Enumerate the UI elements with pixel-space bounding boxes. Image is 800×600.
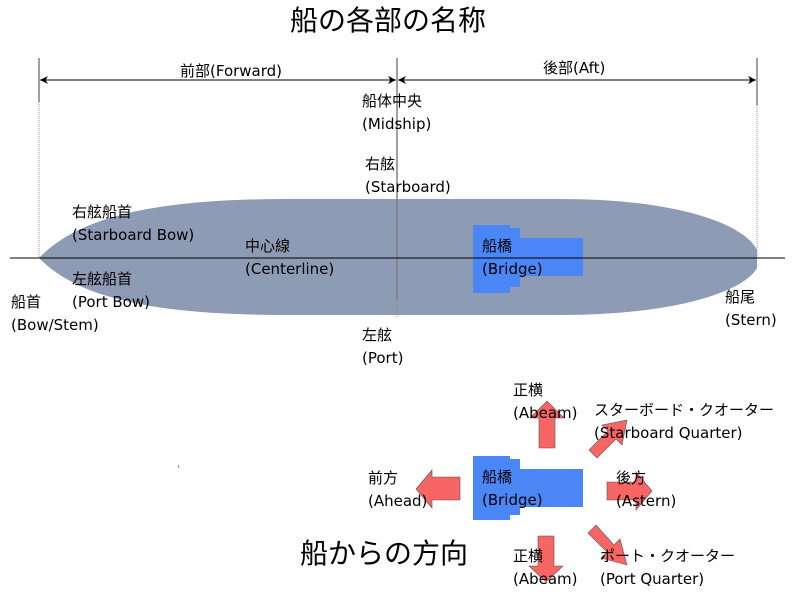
bridge-en: (Bridge) [482,260,543,278]
starboard-quarter-en: (Starboard Quarter) [594,424,743,442]
abeam-top-en: (Abeam) [513,404,578,422]
centerline-ja: 中心線 [245,237,291,255]
bow-en: (Bow/Stem) [11,316,99,334]
abeam-top-label: 正横 (Abeam) [513,380,578,424]
starboard-bow-ja: 右舷船首 [72,203,133,221]
port-label: 左舷 (Port) [362,325,403,369]
bridge-ja: 船橋 [482,237,513,255]
abeam-bottom-en: (Abeam) [513,570,578,588]
astern-en: (Astern) [616,492,677,510]
abeam-up-arrow [529,400,565,449]
aft-label: 後部(Aft) [543,59,606,77]
ahead-arrow [415,469,461,509]
centerline-en: (Centerline) [245,260,335,278]
centerline-label: 中心線 (Centerline) [245,236,334,280]
midship-en: (Midship) [362,115,432,133]
starboard-quarter-label: スターボード・クオーター (Starboard Quarter) [594,400,774,444]
stern-label: 船尾 (Stern) [725,287,777,331]
port-en: (Port) [362,349,404,367]
bow-label: 船首 (Bow/Stem) [11,292,99,336]
port-quarter-ja: ポート・クオーター [600,547,736,565]
direction-bridge-ja: 船橋 [482,468,513,486]
midship-label: 船体中央 (Midship) [362,91,431,135]
starboard-bow-en: (Starboard Bow) [72,226,195,244]
stray-dot [178,465,179,468]
port-ja: 左舷 [362,326,393,344]
ahead-label: 前方 (Ahead) [368,468,427,512]
abeam-bottom-ja: 正横 [513,547,544,565]
starboard-bow-label: 右舷船首 (Starboard Bow) [72,202,194,246]
direction-bridge-en: (Bridge) [482,491,543,509]
bow-ja: 船首 [11,293,42,311]
port-bow-label: 左舷船首 (Port Bow) [72,269,150,313]
starboard-quarter-arrow [588,419,628,459]
starboard-ja: 右舷 [365,155,396,173]
port-quarter-en: (Port Quarter) [600,570,705,588]
abeam-down-arrow [528,535,564,583]
ahead-en: (Ahead) [368,492,428,510]
ship-hull [39,199,757,315]
starboard-en: (Starboard) [365,178,451,196]
ahead-ja: 前方 [368,469,399,487]
astern-arrow [606,471,653,511]
direction-bridge-shape [473,456,583,520]
port-quarter-arrow [587,524,628,566]
starboard-label: 右舷 (Starboard) [365,154,451,198]
starboard-quarter-ja: スターボード・クオーター [594,401,775,419]
midship-ja: 船体中央 [362,92,423,110]
directions-title: 船からの方向 [300,537,469,570]
direction-bridge-label: 船橋 (Bridge) [482,467,543,511]
stern-ja: 船尾 [725,288,756,306]
astern-ja: 後方 [616,469,647,487]
port-quarter-label: ポート・クオーター (Port Quarter) [600,546,735,590]
bridge-shape [473,225,583,293]
astern-label: 後方 (Astern) [616,468,676,512]
main-title: 船の各部の名称 [290,4,487,37]
forward-label: 前部(Forward) [180,62,283,80]
abeam-top-ja: 正横 [513,381,544,399]
abeam-bottom-label: 正横 (Abeam) [513,546,578,590]
port-bow-en: (Port Bow) [72,293,150,311]
port-bow-ja: 左舷船首 [72,270,133,288]
bridge-label: 船橋 (Bridge) [482,236,543,280]
stern-en: (Stern) [725,311,777,329]
